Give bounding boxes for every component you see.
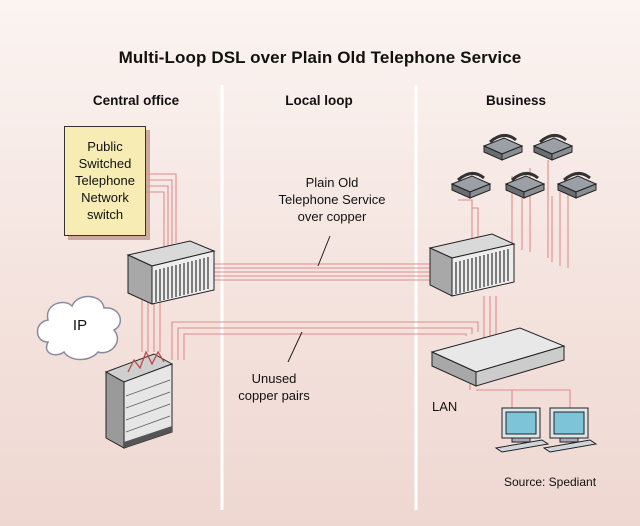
pstn-line-4: Network (81, 190, 129, 205)
ip-cloud (36, 295, 122, 361)
telephone-icon (532, 134, 574, 161)
copper-lines (141, 160, 571, 412)
pstn-switch-box: Public Switched Telephone Network switch (64, 126, 146, 236)
co-splitter (126, 240, 216, 305)
column-business: Business (485, 93, 547, 108)
lan-label: LAN (432, 399, 458, 414)
pots-leader (317, 235, 331, 267)
pstn-line-3: Telephone (75, 173, 135, 188)
pots-label-2: Telephone Service (278, 192, 386, 207)
unused-label-2: copper pairs (238, 388, 310, 403)
telephone-icon (482, 134, 524, 161)
computer-icon (542, 407, 598, 453)
source-credit: Source: Spediant (503, 475, 597, 489)
unused-leader (287, 331, 303, 363)
computer-icon (494, 407, 550, 453)
business-dsl-modem (430, 327, 566, 387)
unused-label-1: Unused (251, 371, 297, 386)
pots-label-3: over copper (297, 209, 367, 224)
computers (494, 407, 598, 453)
business-splitter (428, 233, 516, 297)
column-local-loop: Local loop (285, 93, 353, 108)
pstn-line-2: Switched (78, 156, 132, 171)
ip-label: IP (72, 317, 88, 334)
dsl-modem-rack (104, 350, 174, 449)
pstn-line-1: Public (87, 139, 123, 154)
column-central-office: Central office (92, 93, 180, 108)
telephone-icon (556, 172, 598, 199)
telephone-icon (504, 172, 546, 199)
telephones (450, 134, 598, 199)
pots-label-1: Plain Old (305, 175, 359, 190)
telephone-icon (450, 172, 492, 199)
diagram-title: Multi-Loop DSL over Plain Old Telephone … (118, 48, 522, 67)
pstn-line-5: switch (86, 207, 124, 222)
